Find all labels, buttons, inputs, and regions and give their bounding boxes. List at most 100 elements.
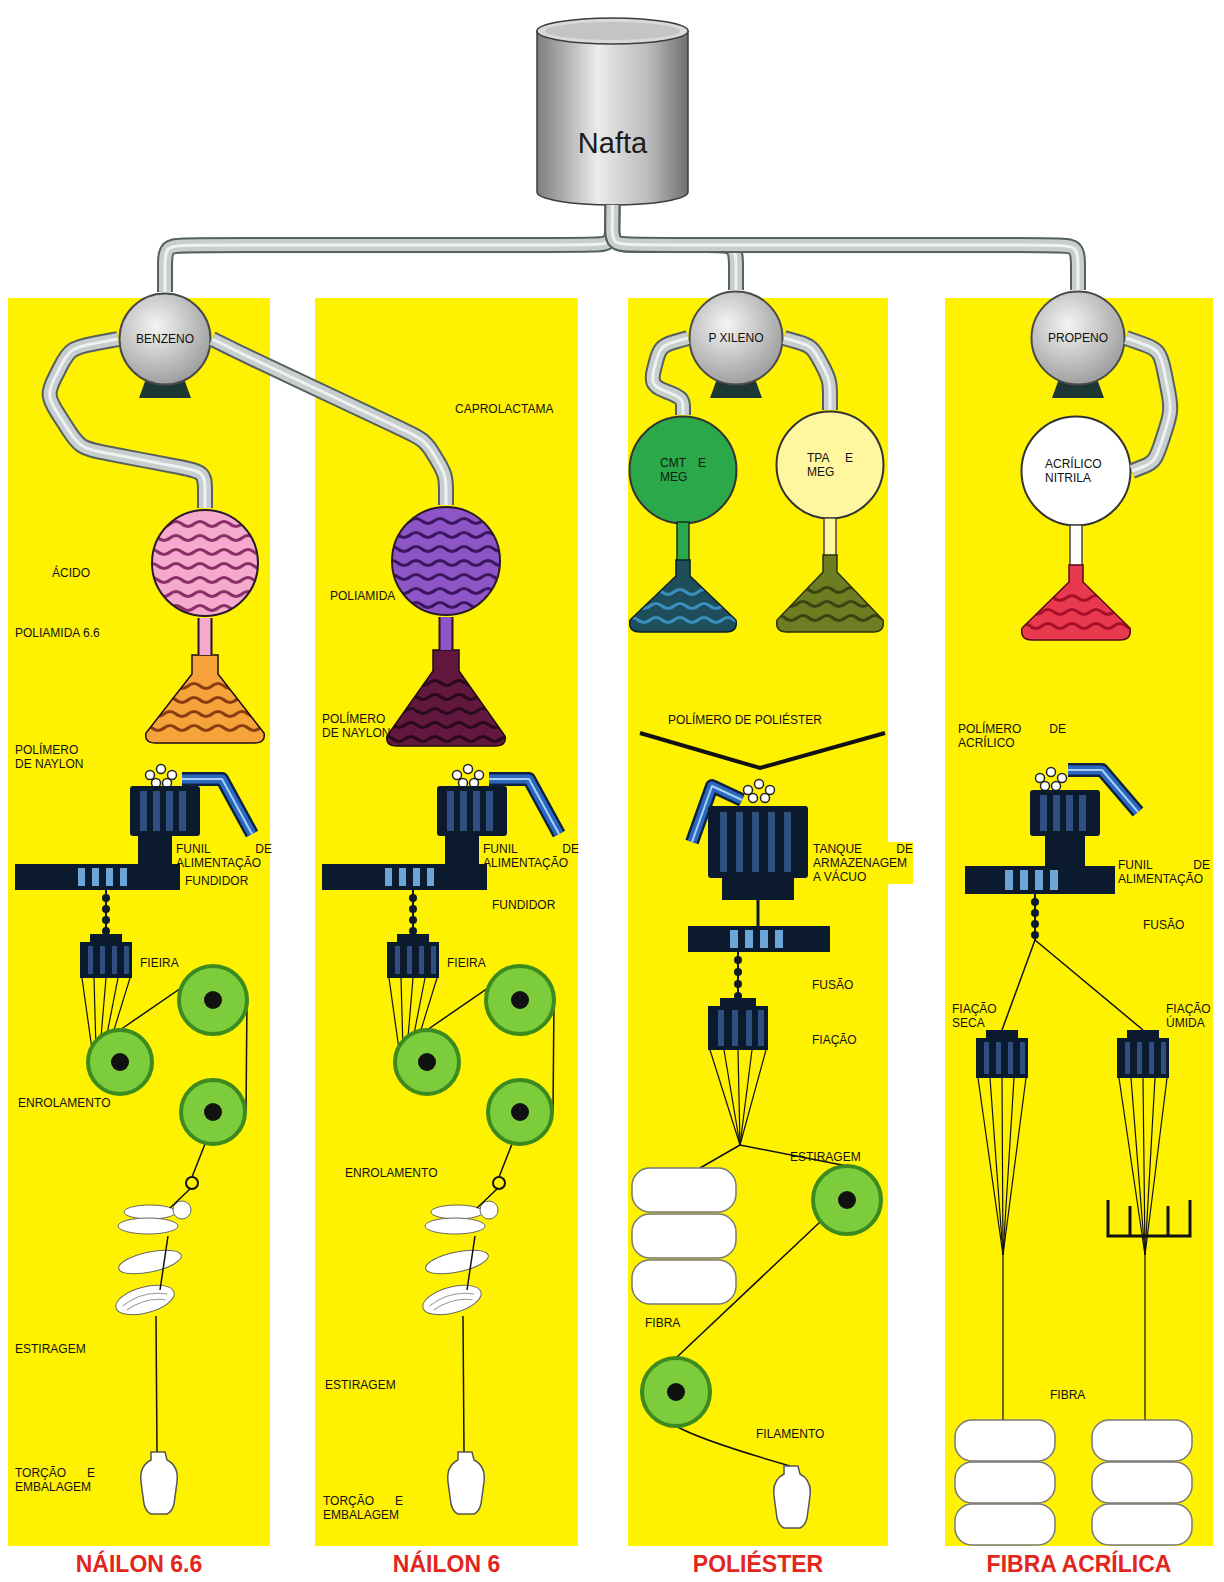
melter-plate xyxy=(965,866,1115,894)
merge-bracket xyxy=(640,733,885,768)
filament-cone xyxy=(978,1078,1003,1255)
pipe-layer xyxy=(198,618,213,655)
liquid-wave xyxy=(381,681,513,686)
melter-ribs xyxy=(775,930,783,948)
polymer-pellets xyxy=(1047,768,1056,777)
pipe-layer xyxy=(439,617,454,650)
melter-ribs xyxy=(1035,870,1043,890)
pipe-layer xyxy=(612,205,1078,290)
process-band: CAPROLACTAMAPOLIAMIDANÁILON 6 xyxy=(315,298,578,1546)
melter-ribs xyxy=(1020,870,1028,890)
node-label: BENZENO xyxy=(118,332,212,346)
hopper-ribs xyxy=(1053,795,1060,831)
liquid-wave xyxy=(386,575,506,580)
feed-chute xyxy=(692,786,742,842)
monomer-sphere: CMT E MEG xyxy=(628,415,738,525)
node-label: P XILENO xyxy=(688,331,784,345)
node-label: CAPROLACTAMA xyxy=(455,402,575,416)
filament-cone xyxy=(1003,1078,1014,1255)
process-band: BENZENOÁCIDOPOLIAMIDA 6.6NÁILON 6.6 xyxy=(8,298,270,1546)
liquid-wave xyxy=(386,533,506,538)
pipe-layer xyxy=(50,339,205,508)
liquid-wave xyxy=(626,604,746,609)
melt-beads xyxy=(1031,898,1039,906)
node-label: ÁCIDO xyxy=(52,566,122,580)
melt-split xyxy=(1002,940,1143,1030)
pipe-layer xyxy=(653,338,688,415)
pipe-layer xyxy=(441,617,452,650)
melter-ribs xyxy=(1050,870,1058,890)
feed-chute xyxy=(1068,770,1138,812)
liquid-wave xyxy=(1018,610,1138,615)
pipe-layer xyxy=(612,205,1078,290)
liquid-wave xyxy=(381,723,513,728)
liquid-wave xyxy=(386,603,506,608)
polymer-pellets xyxy=(1052,782,1061,791)
pipe-layer xyxy=(212,339,446,505)
flask-outline xyxy=(392,507,500,615)
melt-beads xyxy=(1031,920,1039,928)
flask-body xyxy=(152,510,258,616)
flask-neck xyxy=(824,518,836,558)
pipe-layer xyxy=(50,339,205,508)
nylon-66-line xyxy=(15,765,252,1515)
pipe-layer xyxy=(1126,338,1170,471)
tank-lid-inner xyxy=(545,22,680,40)
pipe-layer xyxy=(165,205,613,292)
feed-chute xyxy=(1068,770,1138,812)
liquid-wave xyxy=(1018,596,1138,629)
spinneret-ribs xyxy=(1008,1042,1013,1074)
flask-neck xyxy=(677,522,689,562)
liquid-wave xyxy=(773,588,893,621)
node-label: PROPENO xyxy=(1030,331,1126,345)
spinneret-ribs xyxy=(1125,1042,1130,1074)
filament-cone xyxy=(1145,1078,1155,1255)
pipe-layer xyxy=(212,339,446,505)
liquid-wave xyxy=(146,536,266,541)
feed-chute xyxy=(692,786,742,842)
beaker-liquid xyxy=(140,684,272,731)
liquid-wave xyxy=(386,561,506,566)
reaction-flask-shape xyxy=(150,508,260,618)
liquid-wave xyxy=(386,519,506,524)
filament-cone xyxy=(1145,1078,1167,1255)
polymer-beaker-shape xyxy=(385,650,507,746)
fibre-bales xyxy=(955,1420,1055,1461)
reaction-flask-shape xyxy=(390,505,502,617)
draw-rollers xyxy=(813,1166,881,1234)
melt-beads xyxy=(734,956,742,964)
fibre-bales xyxy=(632,1168,736,1304)
melt-beads xyxy=(734,980,742,988)
tank-ribs xyxy=(720,812,791,872)
spinneret-ribs xyxy=(746,1010,752,1046)
spinneret-ribs xyxy=(996,1042,1001,1074)
tank-ribs xyxy=(752,812,759,872)
polymer-pellets xyxy=(1036,768,1067,791)
pipe-layer xyxy=(612,205,736,290)
polymer-pellets xyxy=(761,794,770,803)
spinneret xyxy=(1117,1038,1169,1078)
pipe-layer xyxy=(200,618,211,655)
filament-cone xyxy=(1002,1255,1003,1420)
liquid-wave xyxy=(1018,624,1138,629)
nylon-6-line xyxy=(322,765,559,1515)
beaker-outline xyxy=(777,555,884,632)
chemical-sphere: P XILENO xyxy=(688,290,784,386)
filament-cone xyxy=(724,1050,740,1145)
process-band: PROPENOACRÍLICO NITRILAFIBRA ACRÍLICA xyxy=(945,298,1213,1546)
roller-hubs xyxy=(838,1191,856,1209)
liquid-wave xyxy=(140,684,272,689)
pipe-layer xyxy=(784,338,830,410)
spinneret-ribs xyxy=(718,1010,724,1046)
filament-cone xyxy=(738,1050,740,1145)
node-label: CMT E MEG xyxy=(660,456,706,484)
pipe-layer xyxy=(165,205,613,292)
melt-beads xyxy=(734,956,742,1000)
feed-chute xyxy=(692,786,742,842)
spinneret-ribs xyxy=(1137,1042,1142,1074)
node-label: ACRÍLICO NITRILA xyxy=(1045,457,1107,485)
liquid-wave xyxy=(146,606,266,611)
process-band: P XILENOCMT E MEGTPA E MEGPOLIÉSTER xyxy=(628,298,888,1546)
beaker-outline xyxy=(1022,565,1131,640)
spinneret-ribs xyxy=(1149,1042,1154,1074)
